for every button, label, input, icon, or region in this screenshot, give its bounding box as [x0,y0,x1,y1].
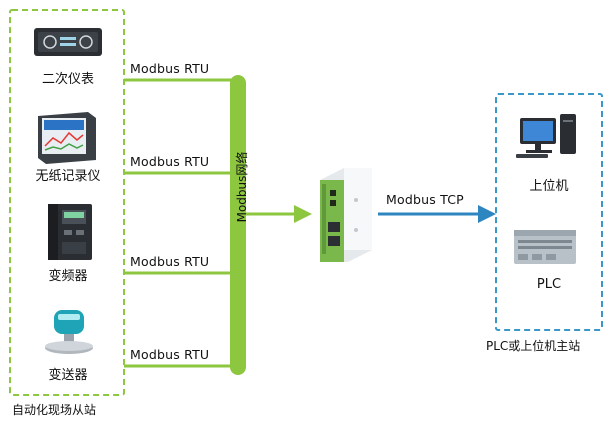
pc-icon [516,114,576,158]
plc-icon [514,230,576,264]
gateway-device-icon [320,168,372,262]
panel-meter-icon [34,28,102,56]
right-group-border [495,93,603,331]
blue-arrow [378,205,496,223]
device-label-plc: PLC [536,277,562,292]
tcp-protocol-label: Modbus TCP [386,192,464,207]
device-label-secondary-instrument: 二次仪表 [41,72,94,87]
protocol-label-4: Modbus RTU [130,347,210,362]
protocol-label-1: Modbus RTU [130,61,210,76]
green-arrow [246,205,312,223]
protocol-label-2: Modbus RTU [130,154,210,169]
frequency-inverter-icon [48,204,92,260]
modbus-network-label: Modbus网络 [235,151,249,223]
device-label-upper-computer: 上位机 [529,179,569,194]
protocol-label-3: Modbus RTU [130,254,210,269]
left-group-border [9,9,125,396]
modbus-bus-bar [230,75,246,375]
device-label-frequency-inverter: 变频器 [48,269,88,284]
device-label-transmitter: 变送器 [48,368,88,383]
pressure-transmitter-icon [45,310,93,354]
paperless-recorder-icon [38,112,96,164]
device-label-paperless-recorder: 无纸记录仪 [35,169,101,184]
right-group-caption: PLC或上位机主站 [486,339,581,353]
left-group-caption: 自动化现场从站 [12,403,97,417]
